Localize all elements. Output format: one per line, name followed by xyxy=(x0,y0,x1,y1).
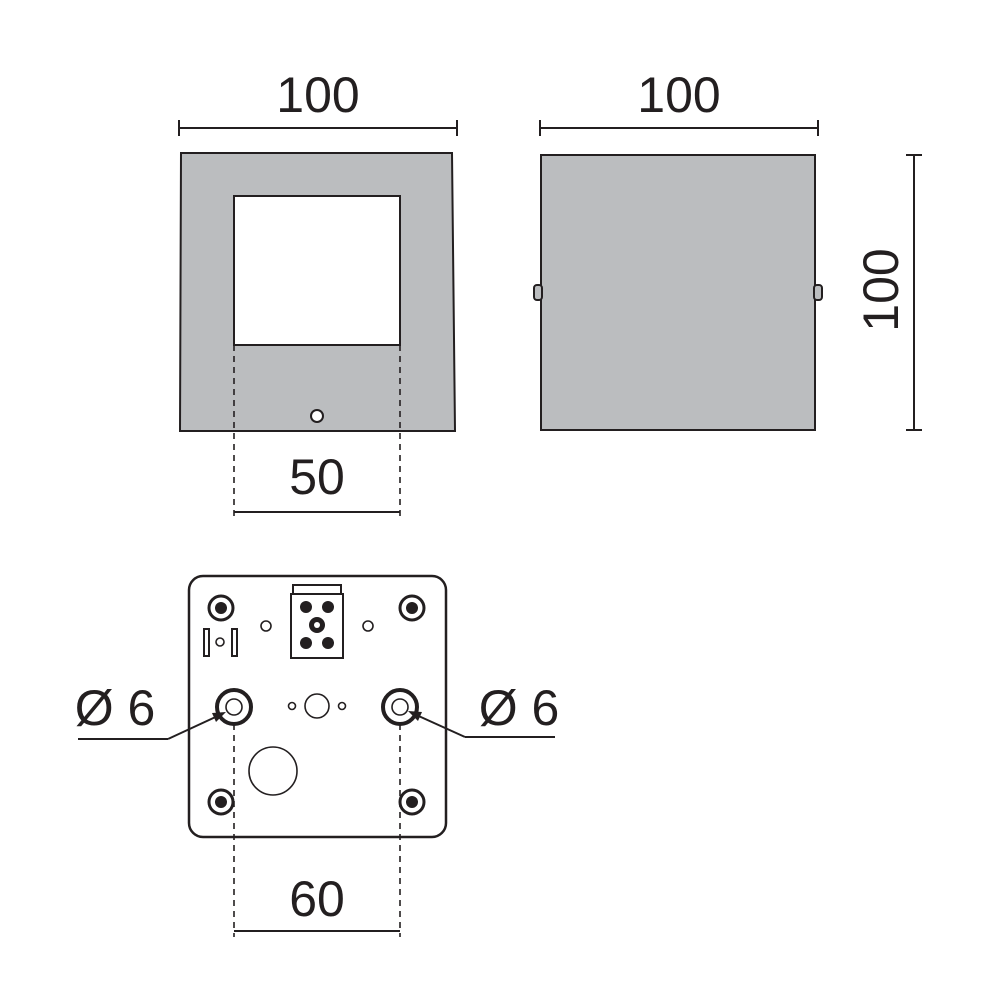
corner-screw-icon xyxy=(207,788,235,816)
front-width-label: 100 xyxy=(276,67,359,123)
left-hole-label: Ø 6 xyxy=(75,680,156,736)
terminal-block-icon xyxy=(290,584,344,659)
corner-screw-icon xyxy=(398,594,426,622)
mounting-hole-right-icon xyxy=(381,688,419,726)
small-hole-icon xyxy=(362,620,374,632)
window-width-dimension: 50 xyxy=(233,345,401,518)
front-view: 100 50 xyxy=(178,67,458,518)
window-width-label: 50 xyxy=(289,449,345,505)
front-screw-icon xyxy=(310,409,324,423)
right-hole-leader: Ø 6 xyxy=(408,680,560,738)
side-height-label: 100 xyxy=(853,248,909,331)
small-hole-icon xyxy=(287,701,297,711)
side-width-label: 100 xyxy=(637,67,720,123)
small-hole-icon xyxy=(337,701,347,711)
back-plate xyxy=(187,574,448,839)
side-width-dimension: 100 xyxy=(539,67,819,136)
hole-spacing-dimension: 60 xyxy=(233,724,401,937)
cable-entry-icon xyxy=(304,693,330,719)
switch-icon xyxy=(203,628,238,657)
front-width-dimension: 100 xyxy=(178,67,458,136)
side-view: 100 100 xyxy=(533,67,922,431)
small-hole-icon xyxy=(260,620,272,632)
left-hole-leader: Ø 6 xyxy=(75,680,226,740)
side-housing xyxy=(540,154,816,431)
side-knob-left-icon xyxy=(533,284,543,301)
corner-screw-icon xyxy=(398,788,426,816)
hole-spacing-label: 60 xyxy=(289,871,345,927)
side-height-dimension: 100 xyxy=(853,154,922,431)
large-cable-hole-icon xyxy=(248,746,298,796)
right-hole-label: Ø 6 xyxy=(479,680,560,736)
mounting-hole-left-icon xyxy=(215,688,253,726)
side-knob-right-icon xyxy=(813,284,823,301)
corner-screw-icon xyxy=(207,594,235,622)
front-window xyxy=(233,195,401,346)
back-plate-view: Ø 6 Ø 6 60 xyxy=(75,574,560,937)
